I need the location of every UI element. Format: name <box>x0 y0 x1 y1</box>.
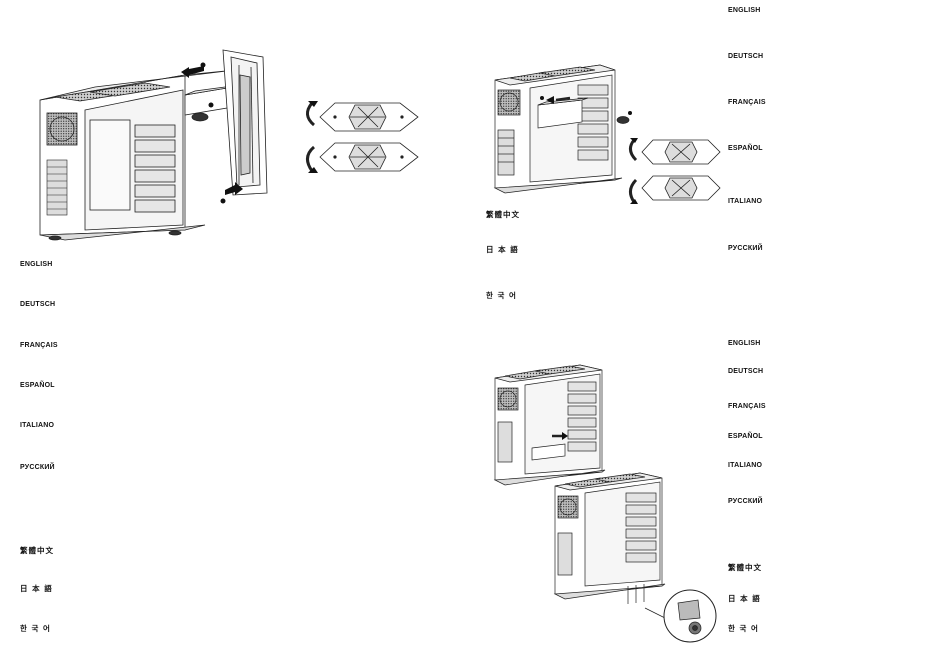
lang-russian-rt: РУССКИЙ <box>728 245 763 252</box>
lang-english-left: ENGLISH <box>20 261 53 268</box>
lang-japanese-rb: 日 本 語 <box>728 593 761 604</box>
lang-francais-left: FRANÇAIS <box>20 342 58 349</box>
case-illustration-lower-rb <box>550 468 720 658</box>
lang-italiano-left: ITALIANO <box>20 422 54 429</box>
lang-russian-rb: РУССКИЙ <box>728 498 763 505</box>
lang-korean-rb: 한 국 어 <box>728 623 759 634</box>
lang-japanese-left: 日 本 語 <box>20 583 53 594</box>
lang-japanese-rt: 日 本 語 <box>486 244 519 255</box>
lang-chinese-rb: 繁體中文 <box>728 562 762 573</box>
case-illustration-main <box>35 45 275 250</box>
lang-francais-rb: FRANÇAIS <box>728 403 766 410</box>
lang-espanol-left: ESPAÑOL <box>20 382 55 389</box>
lang-espanol-rb: ESPAÑOL <box>728 433 763 440</box>
lang-francais-rt: FRANÇAIS <box>728 99 766 106</box>
lang-italiano-rt: ITALIANO <box>728 198 762 205</box>
case-illustration-drive-tray <box>490 60 640 200</box>
lang-deutsch-rt: DEUTSCH <box>728 53 763 60</box>
lang-deutsch-rb: DEUTSCH <box>728 368 763 375</box>
lang-deutsch-left: DEUTSCH <box>20 301 55 308</box>
lang-korean-left: 한 국 어 <box>20 623 51 634</box>
lang-italiano-rb: ITALIANO <box>728 462 762 469</box>
lang-english-rt: ENGLISH <box>728 7 761 14</box>
lang-english-rb: ENGLISH <box>728 340 761 347</box>
lang-chinese-left: 繁體中文 <box>20 545 54 556</box>
lang-espanol-rt: ESPAÑOL <box>728 145 763 152</box>
lang-russian-left: РУССКИЙ <box>20 464 55 471</box>
panel-rotation-diagram-left <box>300 95 430 180</box>
lang-chinese-rt: 繁體中文 <box>486 209 520 220</box>
panel-rotation-diagram-right <box>620 130 730 210</box>
lang-korean-rt: 한 국 어 <box>486 290 517 301</box>
